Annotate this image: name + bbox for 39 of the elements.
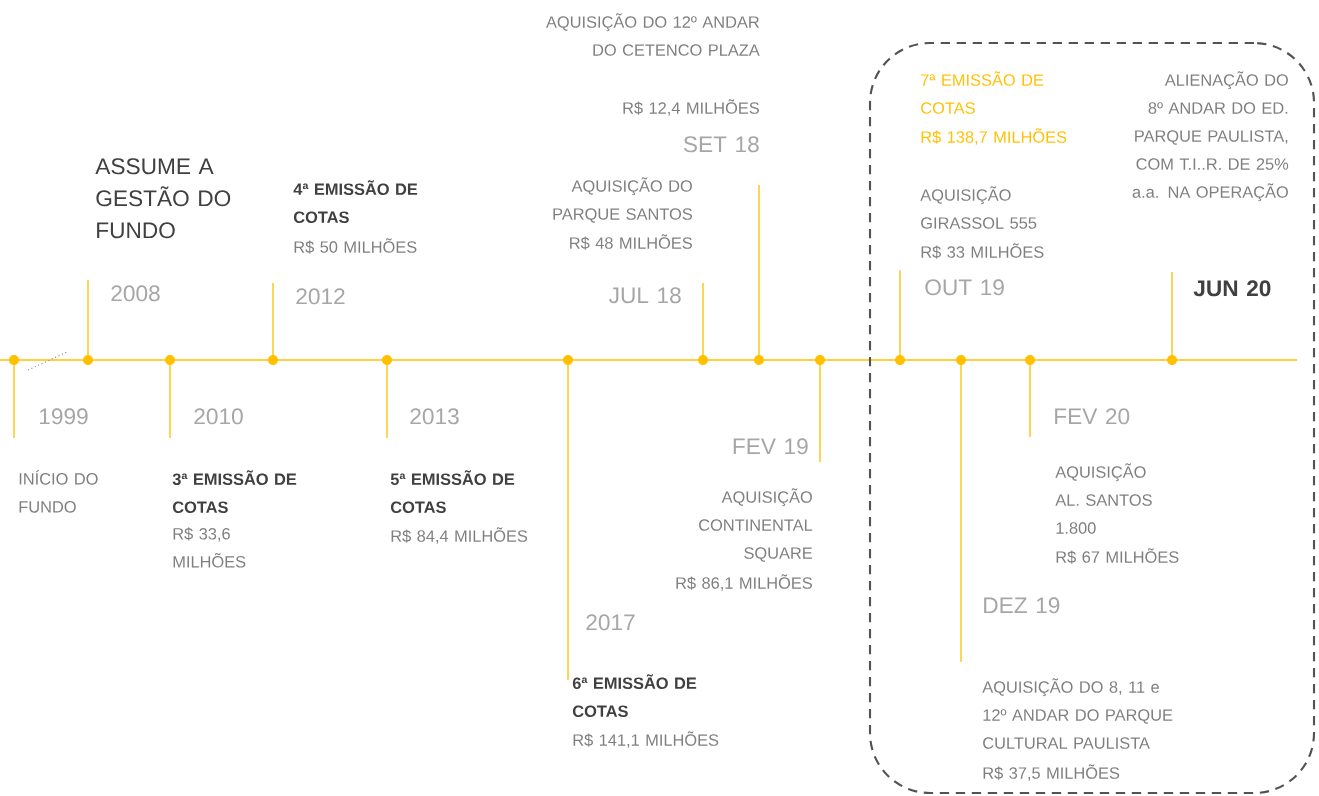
- year-label: 2010: [194, 408, 243, 425]
- event-text: 3ª EMISSÃO DE COTAS: [172, 470, 297, 514]
- year-label: SET 18: [683, 136, 759, 153]
- year-label: 2008: [111, 285, 160, 302]
- dashed-frame: [868, 41, 1316, 795]
- event-text: R$ 86,1 MILHÕES: [676, 574, 812, 591]
- event-text: R$ 50 MILHÕES: [294, 238, 417, 254]
- event-text: R$ 138,7 MILHÕES: [921, 128, 1067, 145]
- year-label: 2017: [586, 614, 635, 631]
- event-text: 4ª EMISSÃO DE COTAS: [293, 180, 418, 224]
- event-text: INÍCIO DO FUNDO: [19, 470, 98, 513]
- event-text: 6ª EMISSÃO DE COTAS: [572, 674, 697, 718]
- event-text: R$ 141,1 MILHÕES: [573, 731, 719, 748]
- event-text: AQUISIÇÃO DO PARQUE SANTOS: [553, 177, 692, 223]
- year-label: 2013: [410, 408, 459, 425]
- event-text: AQUISIÇÃO CONTINENTAL SQUARE: [699, 488, 813, 562]
- event-text: AQUISIÇÃO DO 12º ANDAR DO CETENCO PLAZA: [546, 13, 760, 56]
- year-label: FEV 19: [733, 438, 808, 455]
- year-label: 1999: [40, 408, 88, 425]
- event-text: R$ 37,5 MILHÕES: [983, 764, 1120, 781]
- event-text: R$ 33,6 MILHÕES: [173, 527, 246, 568]
- event-text: AQUISIÇÃO GIRASSOL 555: [920, 186, 1037, 229]
- year-label: JUL 18: [609, 287, 681, 304]
- event-text: AQUISIÇÃO DO 8, 11 e 12º ANDAR DO PARQUE CULTURAL PAULISTA: [982, 678, 1173, 749]
- year-label: DEZ 19: [984, 597, 1060, 614]
- event-text: R$ 12,4 MILHÕES: [623, 99, 759, 116]
- event-text: 5ª EMISSÃO DE COTAS: [390, 470, 515, 514]
- event-text: 7ª EMISSÃO DE COTAS: [921, 71, 1044, 114]
- year-label: OUT 19: [925, 279, 1004, 296]
- event-text: R$ 48 MILHÕES: [570, 234, 692, 250]
- event-text: ALIENAÇÃO DO 8º ANDAR DO ED. PARQUE PAULISTA, COM T.I..R. DE 25% a.a. NA OPERAÇÃO: [1132, 71, 1289, 202]
- year-label: 2012: [296, 288, 345, 305]
- event-text: R$ 33 MILHÕES: [921, 243, 1044, 259]
- year-label: JUN 20: [1193, 280, 1271, 297]
- event-text: ASSUME A GESTÃO DO FUNDO: [95, 158, 231, 239]
- event-text: R$ 84,4 MILHÕES: [391, 527, 528, 544]
- year-label: FEV 20: [1055, 408, 1130, 425]
- event-text: AQUISIÇÃO AL. SANTOS 1.800: [1055, 463, 1152, 534]
- event-text: R$ 67 MILHÕES: [1056, 548, 1179, 564]
